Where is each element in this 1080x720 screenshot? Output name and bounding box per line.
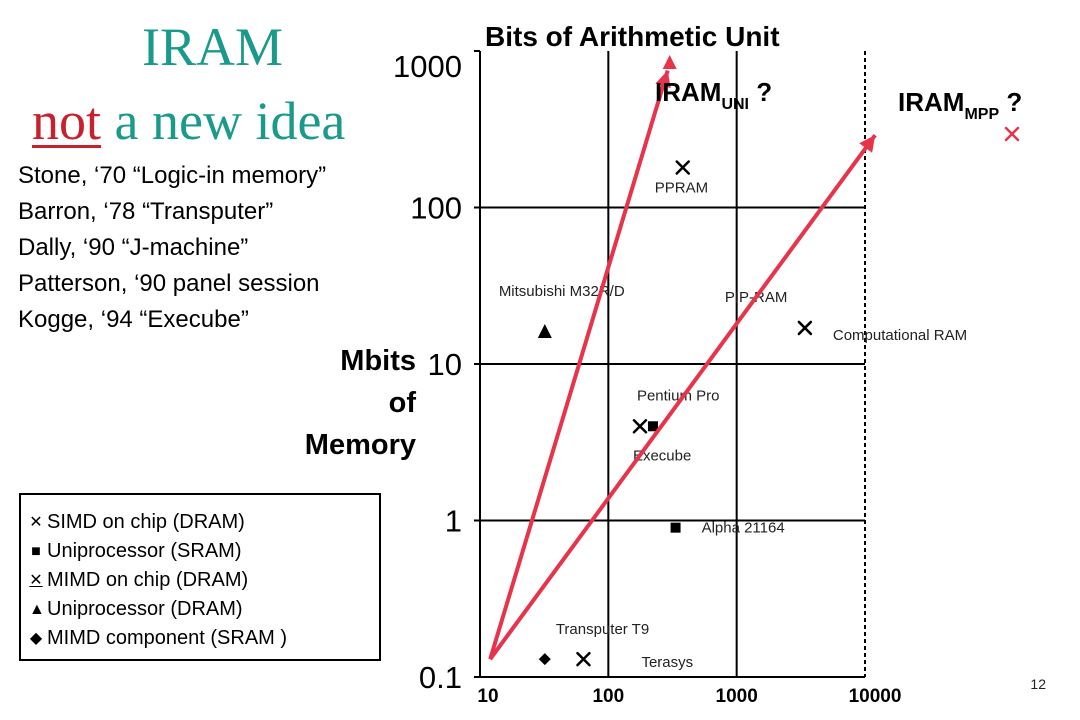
y-axis-label-line: Mbits [340,345,416,377]
data-point-label: Computational RAM [833,327,967,344]
x-tick-label: 100 [592,686,624,707]
reference-item: Barron, ‘78 “Transputer” [18,198,274,225]
chart-title: Bits of Arithmetic Unit [485,21,780,52]
x-underline-marker-icon: ✕ [29,571,43,589]
y-axis-label-line: of [388,387,416,419]
projection-end-marker [662,55,677,69]
data-point-marker [675,160,690,175]
title-rest: a new idea [101,91,346,151]
slide-title-line2: not a new idea [32,94,345,148]
projection-line [488,69,670,660]
projection-arrowhead [655,70,671,89]
x-marker-icon: ✕ [29,513,43,531]
data-point-label: Mitsubishi M32R/D [499,283,625,300]
projection-arrowhead [859,135,876,153]
legend-item: ▲Uniprocessor (DRAM) [29,598,243,620]
y-tick-label: 10 [428,347,462,382]
data-point-marker [670,522,681,533]
data-point-marker [576,651,591,667]
square-marker-icon: ■ [31,542,41,560]
y-axis-label-line: Memory [304,429,416,461]
x-tick-label: 10000 [849,686,902,707]
x-tick-label: 1000 [716,686,758,707]
data-point-label: Alpha 21164 [702,520,785,537]
legend-item: ✕MIMD on chip (DRAM) [29,569,249,591]
reference-item: Stone, ‘70 “Logic-in memory” [18,162,327,189]
y-tick-label: 0.1 [419,660,462,695]
data-point-marker [632,419,648,434]
data-point-label: Execube [633,447,691,464]
projection-label: IRAMMPP ? [898,87,1022,123]
projection-label: IRAMUNI ? [655,77,772,113]
data-point-marker [538,653,551,666]
y-axis-label: Mbits of Memory [305,340,416,466]
y-tick-label: 1000 [393,49,462,84]
y-tick-label: 100 [410,191,462,226]
references-list: Stone, ‘70 “Logic-in memory” Barron, ‘78… [18,158,326,338]
data-point-label: Transputer T9 [556,621,649,638]
legend-item: ■Uniprocessor (SRAM) [29,540,241,563]
title-underlined-word: not [32,91,102,151]
legend-item: ✕SIMD on chip (DRAM) [29,511,245,533]
data-point-marker [797,320,813,336]
diamond-marker-icon: ◆ [29,629,43,647]
data-point-label: PPRAM [655,180,708,197]
y-tick-label: 1 [445,504,462,539]
projection-end-marker [1004,126,1020,142]
projection-line [488,133,877,661]
legend-item: ◆MIMD component (SRAM ) [29,627,288,649]
data-point-label: Terasys [641,654,693,671]
x-tick-label: 10 [477,686,498,707]
reference-item: Dally, ‘90 “J-machine” [18,234,249,261]
triangle-marker-icon: ▲ [29,600,45,618]
reference-item: Kogge, ‘94 “Execube” [18,306,249,333]
slide-number: 12 [1030,676,1046,692]
legend: ✕SIMD on chip (DRAM) ■Uniprocessor (SRAM… [19,493,381,661]
data-point-marker [647,421,658,432]
reference-item: Patterson, ‘90 panel session [18,270,320,297]
data-point-marker [537,324,552,339]
slide-title-line1: IRAM [142,17,284,77]
data-point-label: Pentium Pro [637,387,720,404]
